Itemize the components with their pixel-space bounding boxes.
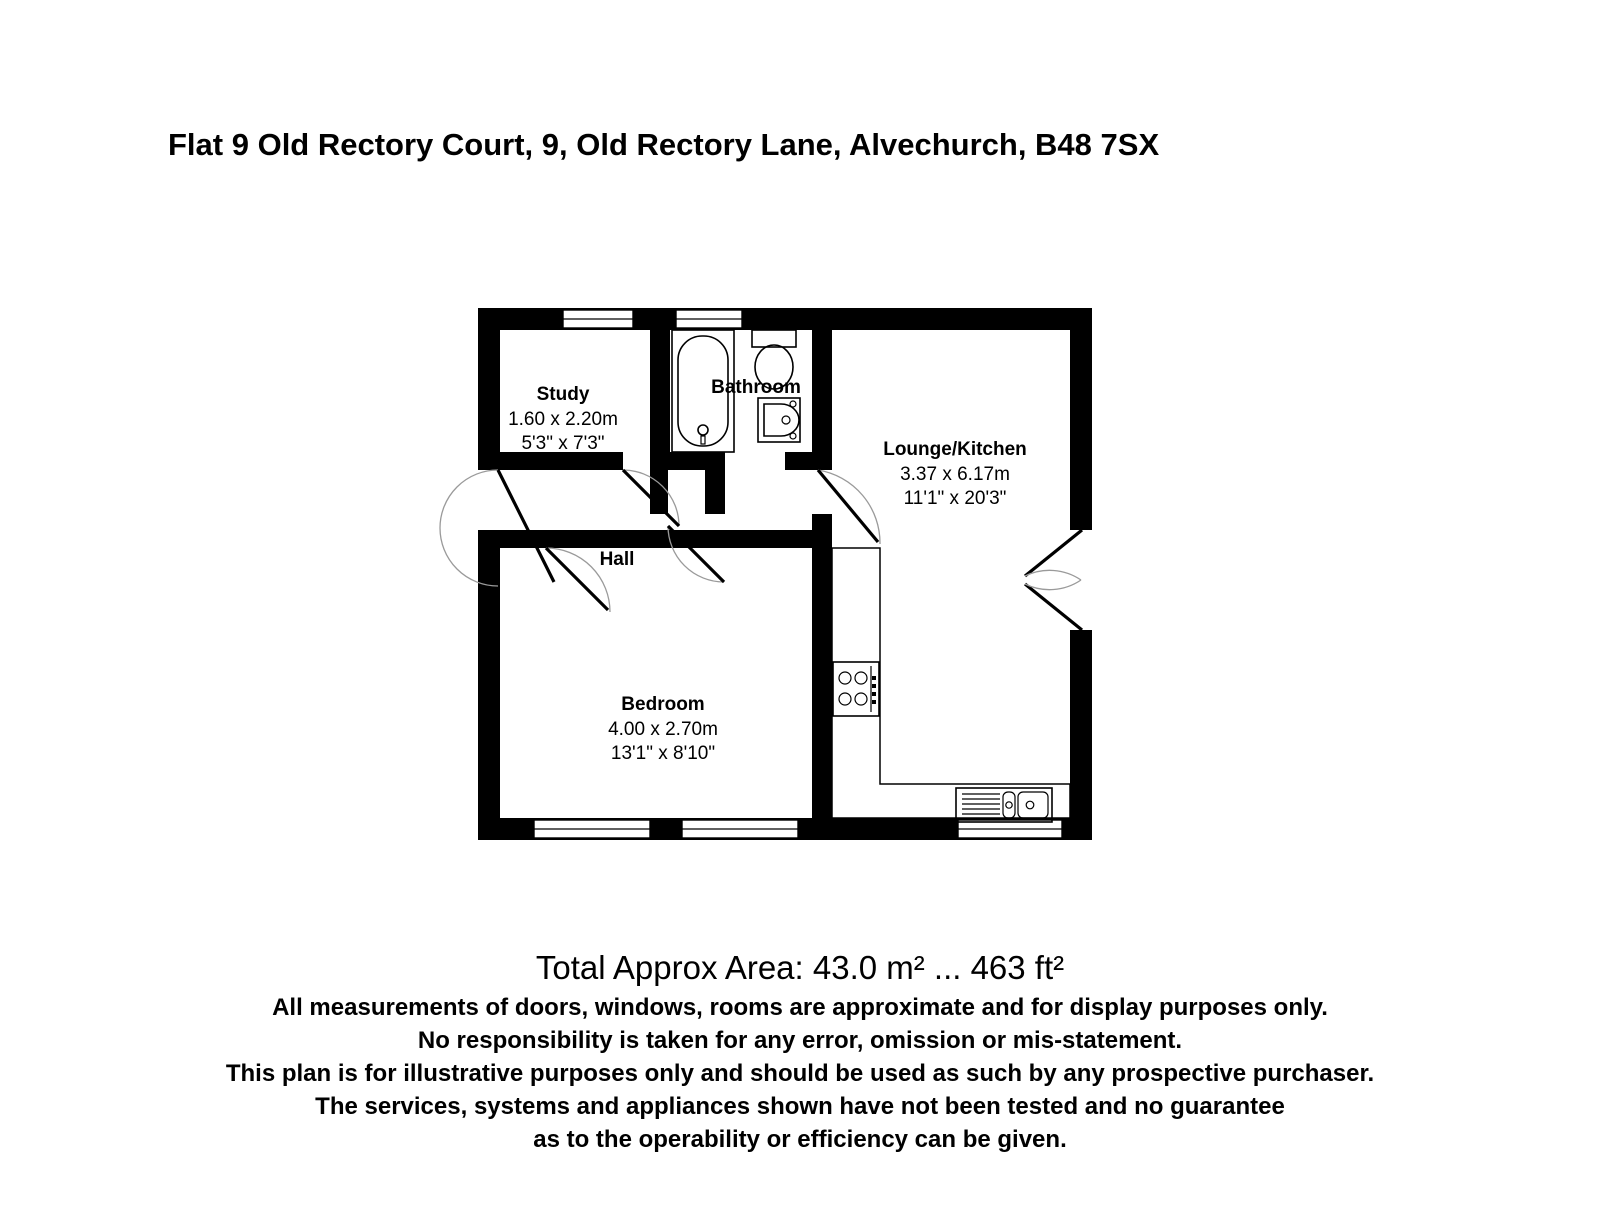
room-label-lounge-name: Lounge/Kitchen bbox=[883, 439, 1027, 460]
room-label-bathroom: Bathroom bbox=[711, 377, 801, 398]
kitchen-hob-icon bbox=[832, 661, 880, 717]
window-study-top bbox=[562, 309, 634, 329]
door-bedroom bbox=[544, 546, 611, 613]
total-area-text: Total Approx Area: 43.0 m² ... 463 ft² bbox=[535, 949, 1065, 986]
kitchen-sink-icon bbox=[955, 787, 1053, 823]
room-label-bedroom: Bedroom 4.00 x 2.70m 13'1" x 8'10" bbox=[608, 694, 718, 764]
footer: Total Approx Area: 43.0 m² ... 463 ft² A… bbox=[0, 945, 1600, 1156]
windows bbox=[533, 309, 1063, 839]
interior-walls bbox=[478, 308, 832, 838]
door-lounge bbox=[816, 468, 881, 545]
room-label-study: Study 1.60 x 2.20m 5'3" x 7'3" bbox=[508, 384, 618, 454]
wash-basin-icon bbox=[757, 397, 801, 443]
disclaimer-line-4: The services, systems and appliances sho… bbox=[315, 1093, 1285, 1120]
window-bedroom-right bbox=[681, 819, 799, 839]
french-doors-lounge bbox=[1023, 528, 1084, 632]
toilet-icon bbox=[751, 329, 797, 390]
room-label-bedroom-name: Bedroom bbox=[621, 694, 704, 715]
room-label-bedroom-metric: 4.00 x 2.70m bbox=[608, 719, 718, 740]
window-kitchen-bottom bbox=[957, 819, 1063, 839]
room-label-bedroom-imperial: 13'1" x 8'10" bbox=[611, 743, 715, 764]
bath-icon bbox=[671, 329, 735, 453]
room-label-lounge-metric: 3.37 x 6.17m bbox=[900, 464, 1010, 485]
page-title: Flat 9 Old Rectory Court, 9, Old Rectory… bbox=[168, 127, 1160, 162]
kitchen-fixtures bbox=[831, 547, 1071, 823]
room-label-study-metric: 1.60 x 2.20m bbox=[508, 409, 618, 430]
bathroom-fixtures bbox=[671, 329, 801, 453]
room-label-hall-name: Hall bbox=[600, 549, 635, 570]
door-study bbox=[621, 468, 681, 528]
floor-area bbox=[478, 308, 1090, 840]
room-label-study-name: Study bbox=[537, 384, 590, 405]
floor-plan-drawing: Study 1.60 x 2.20m 5'3" x 7'3" Bathroom … bbox=[439, 308, 1092, 840]
room-label-bathroom-name: Bathroom bbox=[711, 377, 801, 398]
disclaimer-line-2: No responsibility is taken for any error… bbox=[417, 1027, 1183, 1054]
window-bedroom-left bbox=[533, 819, 651, 839]
room-label-study-imperial: 5'3" x 7'3" bbox=[521, 433, 604, 454]
disclaimer-line-1: All measurements of doors, windows, room… bbox=[272, 994, 1328, 1021]
room-label-hall: Hall bbox=[600, 549, 635, 570]
room-label-lounge-imperial: 11'1" x 20'3" bbox=[904, 488, 1007, 509]
window-bathroom-top bbox=[675, 309, 743, 329]
door-hall-entrance bbox=[439, 469, 556, 587]
door-bathroom bbox=[666, 524, 726, 584]
disclaimer-line-5: as to the operability or efficiency can … bbox=[533, 1126, 1067, 1153]
room-label-lounge-kitchen: Lounge/Kitchen 3.37 x 6.17m 11'1" x 20'3… bbox=[883, 439, 1027, 509]
room-labels: Study 1.60 x 2.20m 5'3" x 7'3" Bathroom … bbox=[508, 377, 1027, 764]
doors bbox=[439, 468, 1084, 632]
disclaimer-line-3: This plan is for illustrative purposes o… bbox=[225, 1060, 1375, 1087]
